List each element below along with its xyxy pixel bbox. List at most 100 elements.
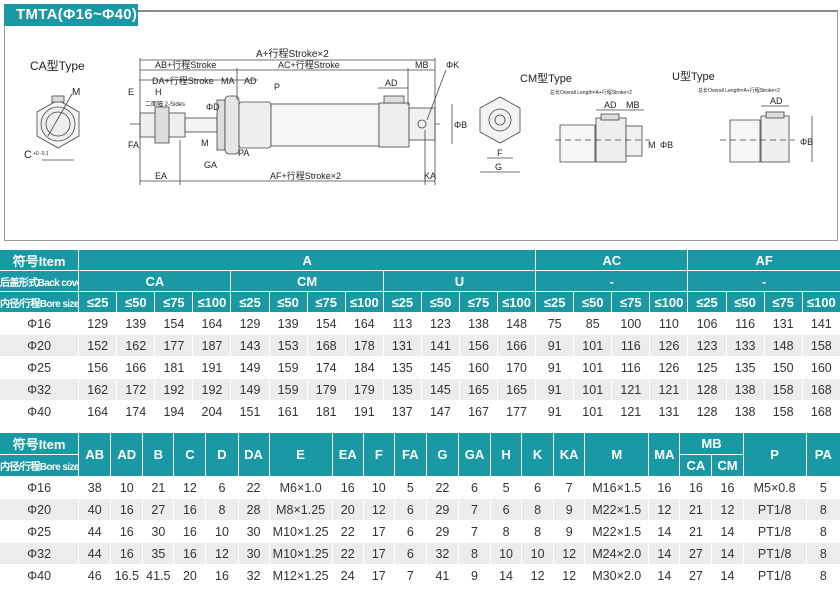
u-overall-label: 总长Overall Length=A+行程Stroke×2 [698, 87, 780, 94]
cell-value: 12 [562, 568, 577, 583]
header-row-back-cover: 后盖形式Back coverlCACMU-- [0, 271, 840, 291]
ca-end-view: CA型Type M C +0 -0.1 [24, 59, 85, 161]
column-header-mb: MB [680, 433, 743, 454]
cell-value: 30 [151, 524, 166, 539]
cell-value: 148 [764, 335, 802, 356]
cell-value: 16 [174, 499, 206, 520]
cell-value: 101 [574, 335, 612, 356]
stroke-header: ≤50 [574, 292, 612, 312]
cell-value: PT1/8 [743, 543, 806, 564]
column-header: D [206, 433, 238, 476]
cell-value: 135 [734, 360, 756, 375]
stroke-header: ≤100 [345, 292, 383, 312]
stroke-header: ≤100 [498, 292, 536, 312]
back-cover-type: CM [231, 271, 383, 291]
group-header: A [79, 250, 536, 270]
cell-value: PT1/8 [757, 568, 792, 583]
cell-value: 21 [151, 480, 166, 495]
stroke-header: ≤75 [764, 292, 802, 312]
stroke-header: ≤100 [193, 292, 231, 312]
cell-value: M8×1.25 [269, 499, 332, 520]
cell-value: 12 [712, 499, 743, 520]
cell-value: 123 [429, 316, 451, 331]
cell-value: 168 [802, 379, 840, 400]
cell-value: 170 [506, 360, 527, 375]
stroke-header: ≤25 [231, 292, 269, 312]
cell-value: 29 [435, 524, 450, 539]
column-header: AD [111, 433, 143, 476]
cell-value: 179 [307, 379, 345, 400]
column-subheader: CM [712, 455, 743, 476]
cell-value: 128 [696, 404, 718, 419]
cell-value: 192 [193, 379, 231, 400]
cell-value: 166 [125, 360, 147, 375]
ca-type-label: CA型Type [30, 59, 85, 73]
cell-value: 16 [688, 480, 703, 495]
cell-value: 172 [117, 379, 155, 400]
cell-value: 21 [688, 524, 703, 539]
cell-value: 143 [231, 335, 269, 356]
cell-value: 9 [471, 568, 478, 583]
cell-value: 145 [429, 360, 451, 375]
cm-phi-b-label: ΦB [660, 140, 673, 150]
cell-value: M12×1.25 [272, 568, 329, 583]
group-header: AC [536, 250, 688, 270]
header-row-stroke: 内径/行程Bore size/stroke≤25≤50≤75≤100≤25≤50… [0, 292, 840, 312]
cell-value: 7 [406, 568, 414, 583]
stroke-header: ≤75 [307, 292, 345, 312]
cell-value: 177 [155, 335, 193, 356]
cell-value: 16 [119, 524, 134, 539]
back-cover-type: - [536, 271, 688, 291]
cell-value: 7 [458, 499, 491, 520]
cell-value: 164 [353, 316, 375, 331]
cell-value: 168 [307, 335, 345, 356]
cell-value: 14 [712, 543, 743, 564]
phi-b-label: ΦB [454, 120, 467, 130]
stroke-header: ≤100 [650, 292, 688, 312]
back-cover-header: 后盖形式Back coverl [0, 271, 79, 291]
cell-value: 139 [125, 316, 147, 331]
mb-label: MB [415, 60, 429, 70]
cell-value: 160 [468, 360, 489, 375]
back-cover-type: U [383, 271, 536, 291]
cell-value: 106 [696, 316, 718, 331]
column-header: F [363, 433, 394, 476]
cell-value: 27 [680, 543, 712, 564]
cell-value: 22 [246, 480, 261, 495]
cell-value: 164 [87, 404, 109, 419]
u-type-label: U型Type [672, 69, 715, 83]
cell-value: 181 [163, 360, 185, 375]
cell-value: 22 [435, 480, 450, 495]
cell-value: 138 [468, 316, 489, 331]
phi-k-label: ΦK [446, 60, 459, 70]
c-label: C [24, 149, 32, 161]
bore-size: Φ40 [27, 404, 52, 419]
cell-value: 22 [332, 543, 363, 564]
cell-value: 16 [215, 568, 229, 583]
cell-value: 8 [522, 499, 554, 520]
cell-value: 129 [87, 316, 109, 331]
cell-value: 44 [87, 524, 102, 539]
cell-value: 12 [554, 543, 585, 564]
column-header: PA [806, 433, 840, 476]
cell-value: 113 [392, 316, 413, 331]
cell-value: 139 [277, 316, 299, 331]
cell-value: M16×1.5 [592, 480, 642, 495]
cell-value: PT1/8 [743, 499, 806, 520]
cell-value: 44 [79, 543, 111, 564]
cell-value: 137 [391, 404, 413, 419]
diagram-frame [4, 10, 838, 241]
header-row-bore: 内径/行程Bore size/strokeCACM [0, 455, 840, 476]
cell-value: 149 [231, 379, 269, 400]
cell-value: 35 [143, 543, 174, 564]
cell-value: 41 [435, 568, 450, 583]
cell-value: 121 [612, 379, 650, 400]
bore-size: Φ32 [0, 379, 79, 400]
cm-m-label: M [648, 140, 656, 150]
cm-ad-label: AD [604, 100, 617, 110]
cell-value: 151 [239, 404, 261, 419]
cell-value: M22×1.5 [592, 524, 642, 539]
cell-value: 10 [371, 480, 386, 495]
